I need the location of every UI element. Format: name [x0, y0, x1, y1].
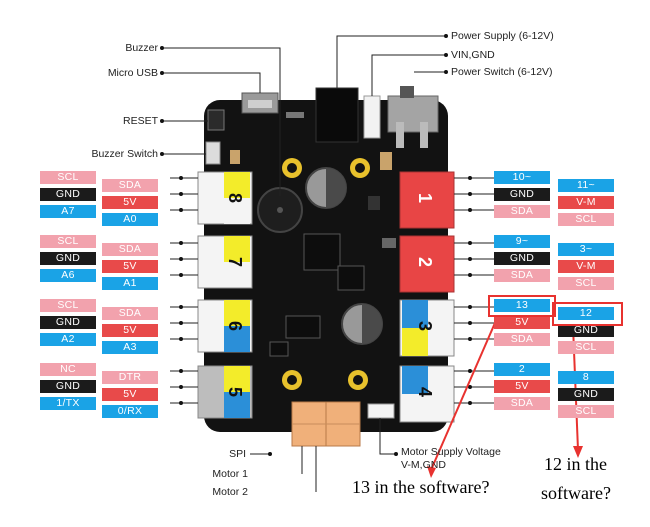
dc-jack [315, 87, 359, 143]
pin-label: 5V [494, 380, 550, 393]
annotation-13: 13 in the software? [352, 477, 490, 497]
port-number-4: 4 [415, 386, 436, 398]
label-spi: SPI [229, 448, 246, 460]
pin-label: 10~ [494, 171, 550, 184]
vin-terminal [363, 95, 381, 139]
pin-label: 5V [102, 388, 158, 401]
pin-label: V-M [558, 196, 614, 209]
pin-label: 2 [494, 363, 550, 376]
port-number-2: 2 [415, 256, 436, 268]
pin-label: SCL [40, 171, 96, 184]
label-power-supply: Power Supply (6-12V) [451, 30, 554, 42]
buzzer-switch [205, 141, 221, 165]
pin-label: SDA [494, 269, 550, 282]
pin-label: GND [558, 324, 614, 337]
annotation-12-line1: 12 in the [544, 454, 607, 474]
port-number-6: 6 [225, 320, 246, 332]
port-number-1: 1 [415, 192, 436, 204]
vm-connector [367, 403, 395, 419]
label-motor-supply-voltage: Motor Supply Voltage [401, 446, 501, 458]
pin-label: SDA [494, 205, 550, 218]
pin-label: 5V [102, 324, 158, 337]
pin-label: SDA [102, 307, 158, 320]
pin-label-13: 13 [494, 299, 550, 312]
pin-label: GND [558, 388, 614, 401]
pin-label: SCL [40, 299, 96, 312]
microcontroller-chip [303, 233, 341, 271]
pin-label: SDA [494, 397, 550, 410]
port-number-8: 8 [225, 192, 246, 204]
label-power-switch: Power Switch (6-12V) [451, 66, 553, 78]
pin-label: V-M [558, 260, 614, 273]
port-6-jack [197, 299, 253, 353]
pin-label: SCL [40, 235, 96, 248]
port-3-jack [399, 299, 455, 357]
power-switch [387, 95, 439, 133]
pin-label: A7 [40, 205, 96, 218]
pin-label: A3 [102, 341, 158, 354]
pin-label: A0 [102, 213, 158, 226]
pin-label: SCL [558, 277, 614, 290]
port-7-jack [197, 235, 253, 289]
pin-label: GND [40, 188, 96, 201]
arrow-13 [430, 315, 499, 471]
label-reset: RESET [122, 115, 158, 127]
pin-label: SCL [558, 341, 614, 354]
pin-label: 11~ [558, 179, 614, 192]
port-number-5: 5 [225, 386, 246, 398]
pin-label: SDA [102, 243, 158, 256]
pin-label: DTR [102, 371, 158, 384]
pin-label: GND [40, 252, 96, 265]
pin-label: GND [494, 188, 550, 201]
port-8-jack [197, 171, 253, 225]
pin-label: 3~ [558, 243, 614, 256]
port-number-7: 7 [225, 256, 246, 268]
port-number-3: 3 [415, 320, 436, 332]
pin-label: SCL [558, 213, 614, 226]
pin-label: SDA [102, 179, 158, 192]
pin-label-12: 12 [558, 307, 614, 320]
pin-label: SCL [558, 405, 614, 418]
pin-label: 5V [494, 316, 550, 329]
port-4-jack [399, 365, 455, 423]
pin-label: 0/RX [102, 405, 158, 418]
pin-label: 5V [102, 196, 158, 209]
port-2-jack [399, 235, 455, 293]
reset-button [207, 109, 225, 131]
pin-label: A6 [40, 269, 96, 282]
label-motor1: Motor 1 [212, 468, 248, 480]
pin-label: 1/TX [40, 397, 96, 410]
label-buzzer: Buzzer [125, 42, 158, 54]
pin-label: 5V [102, 260, 158, 273]
pin-label: GND [494, 252, 550, 265]
pin-label: A1 [102, 277, 158, 290]
highlight-box-12 [552, 302, 623, 326]
pin-label: NC [40, 363, 96, 376]
label-micro-usb: Micro USB [107, 67, 158, 79]
pin-label: GND [40, 380, 96, 393]
pin-label: GND [40, 316, 96, 329]
label-motor2: Motor 2 [212, 486, 248, 498]
port-1-jack [399, 171, 455, 229]
pin-label: A2 [40, 333, 96, 346]
pin-label: 8 [558, 371, 614, 384]
label-buzzer-switch: Buzzer Switch [91, 148, 158, 160]
label-vin-gnd: VIN,GND [451, 49, 495, 61]
highlight-box-13 [488, 295, 556, 317]
label-vm-gnd: V-M,GND [401, 459, 446, 471]
port-5-jack [197, 365, 253, 419]
pin-label: SDA [494, 333, 550, 346]
pin-label: 9~ [494, 235, 550, 248]
annotation-12-line2: software? [541, 483, 611, 503]
